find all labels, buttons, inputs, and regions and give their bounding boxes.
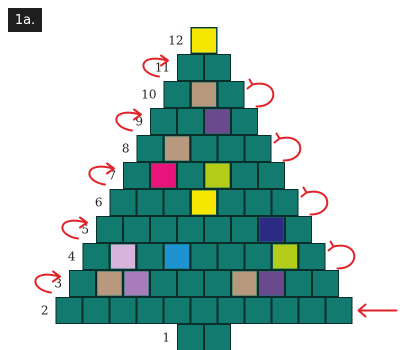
- tree-tile: [124, 217, 150, 243]
- tree-tile: [218, 136, 244, 162]
- tree-tile: [232, 217, 258, 243]
- ornament-tile: [152, 164, 176, 188]
- tree-tile: [178, 325, 204, 350]
- tree-tile: [286, 217, 312, 243]
- tree-tile: [205, 217, 231, 243]
- tree-tile: [151, 271, 177, 297]
- ornament-tile: [233, 272, 257, 296]
- tree-tile: [137, 298, 163, 324]
- tree-tile: [83, 244, 109, 270]
- tree-tile: [272, 190, 298, 216]
- ornament-tile: [192, 83, 216, 107]
- arrowhead-icon: [329, 242, 334, 251]
- tree-tile: [259, 163, 285, 189]
- tree-tile: [137, 136, 163, 162]
- tree-tile: [286, 271, 312, 297]
- tree-tile: [178, 109, 204, 135]
- tree-tile: [299, 298, 325, 324]
- tree-tile: [56, 298, 82, 324]
- tree-tile: [205, 271, 231, 297]
- curved-arrow-icon: [280, 138, 301, 161]
- tree-tile: [218, 244, 244, 270]
- tree-tile: [245, 136, 271, 162]
- ornament-tile: [192, 29, 216, 53]
- tree-tile: [326, 298, 352, 324]
- ornament-tile: [98, 272, 122, 296]
- tree-tile: [164, 82, 190, 108]
- ornament-tile: [260, 272, 284, 296]
- tree-tile: [205, 325, 231, 350]
- ornament-tile: [206, 110, 230, 134]
- tree-tile: [151, 109, 177, 135]
- tree-tile: [313, 271, 339, 297]
- tree-tile: [191, 136, 217, 162]
- tree-tile: [245, 244, 271, 270]
- ornament-tile: [260, 218, 284, 242]
- arrowhead-icon: [302, 188, 307, 197]
- tree-tile: [110, 298, 136, 324]
- tree-tile: [164, 298, 190, 324]
- curved-arrow-icon: [253, 84, 274, 107]
- row-number-label: 11: [155, 61, 170, 75]
- curved-arrow-icon: [334, 246, 355, 269]
- row-number-label: 1: [162, 331, 170, 345]
- tree-tile: [218, 190, 244, 216]
- tree-tile: [191, 244, 217, 270]
- row-number-label: 4: [68, 250, 76, 264]
- tree-tile: [83, 298, 109, 324]
- tree-tile: [70, 271, 96, 297]
- tree-tile: [178, 55, 204, 81]
- tree-tile: [299, 244, 325, 270]
- row-number-label: 10: [141, 88, 156, 102]
- tree-tile: [164, 190, 190, 216]
- tree-tile: [232, 109, 258, 135]
- tree-tile: [178, 217, 204, 243]
- row-number-label: 6: [95, 196, 103, 210]
- curved-arrow-icon: [307, 192, 328, 215]
- tree-tile: [232, 163, 258, 189]
- tree-tile: [272, 298, 298, 324]
- tree-tile: [178, 271, 204, 297]
- row-number-label: 12: [168, 34, 183, 48]
- arrowhead-icon: [248, 80, 253, 89]
- tree-tile: [151, 217, 177, 243]
- tree-tile: [191, 298, 217, 324]
- tree-tile: [178, 163, 204, 189]
- tree-tile: [218, 298, 244, 324]
- tree-tile: [124, 163, 150, 189]
- tree-tile: [137, 190, 163, 216]
- row-number-label: 8: [122, 142, 130, 156]
- tree-tile: [97, 217, 123, 243]
- ornament-tile: [125, 272, 149, 296]
- ornament-tile: [192, 191, 216, 215]
- ornament-tile: [273, 245, 297, 269]
- tree-tile: [110, 190, 136, 216]
- tree-tile: [218, 82, 244, 108]
- tree-tile: [205, 55, 231, 81]
- row-number-label: 2: [41, 304, 49, 318]
- ornament-tile: [165, 137, 189, 161]
- ornament-tile: [165, 245, 189, 269]
- ornament-tile: [111, 245, 135, 269]
- arrowhead-icon: [275, 134, 280, 143]
- tree-tile: [137, 244, 163, 270]
- tree-tile: [245, 298, 271, 324]
- ornament-tile: [206, 164, 230, 188]
- tree-tile: [245, 190, 271, 216]
